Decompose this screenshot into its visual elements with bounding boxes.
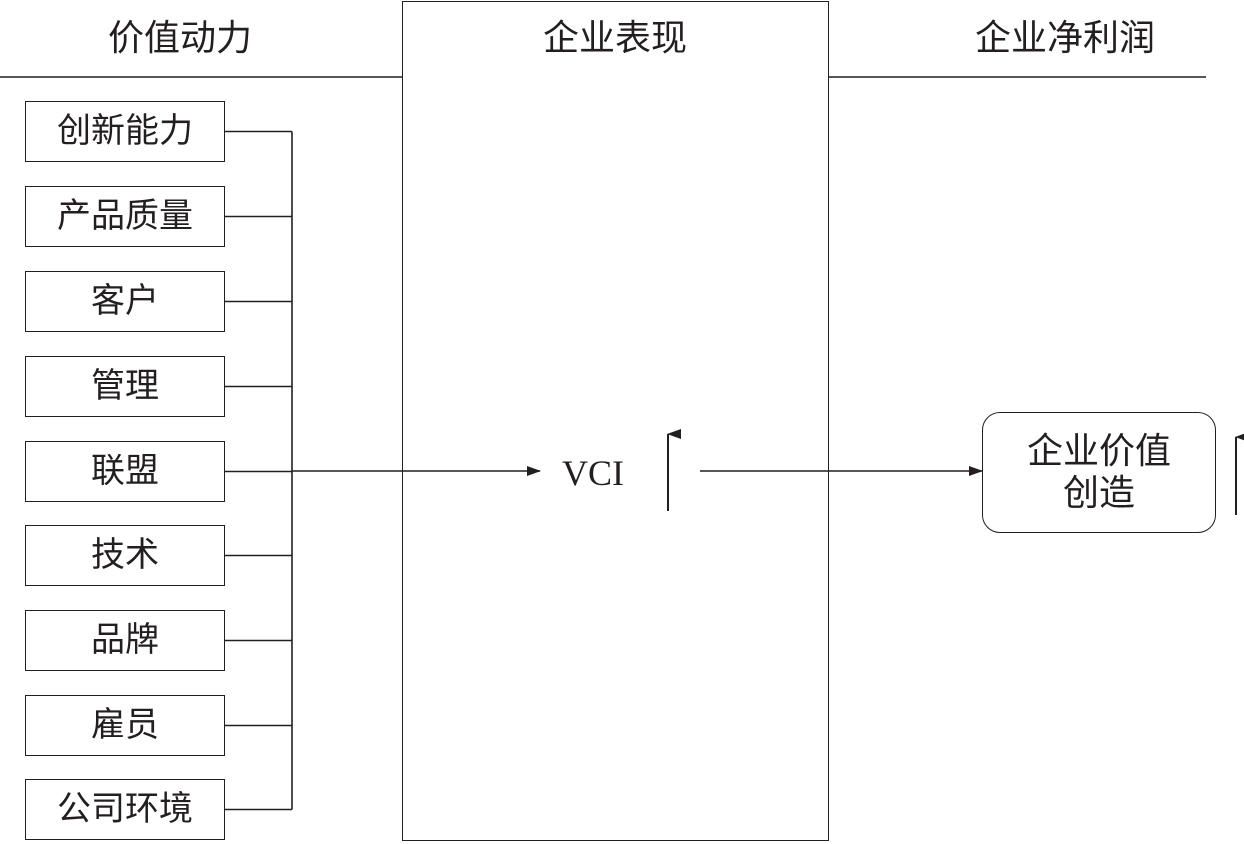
driver-box: 创新能力 bbox=[25, 101, 225, 162]
driver-box: 管理 bbox=[25, 356, 225, 417]
enterprise-performance-box bbox=[402, 1, 829, 841]
value-creation-box: 企业价值创造 bbox=[982, 412, 1216, 533]
value-creation-label: 企业价值创造 bbox=[1026, 430, 1171, 514]
vci-label: VCI bbox=[562, 453, 624, 493]
header-value-drivers: 价值动力 bbox=[107, 18, 252, 59]
driver-box: 公司环境 bbox=[25, 779, 225, 840]
driver-box: 品牌 bbox=[25, 610, 225, 671]
header-enterprise-performance: 企业表现 bbox=[542, 18, 687, 59]
driver-box: 技术 bbox=[25, 525, 225, 586]
driver-box: 客户 bbox=[25, 271, 225, 332]
driver-box: 联盟 bbox=[25, 441, 225, 502]
driver-box: 产品质量 bbox=[25, 186, 225, 247]
driver-box: 雇员 bbox=[25, 695, 225, 756]
header-net-profit: 企业净利润 bbox=[974, 18, 1155, 59]
driver-bracket bbox=[225, 130, 293, 811]
